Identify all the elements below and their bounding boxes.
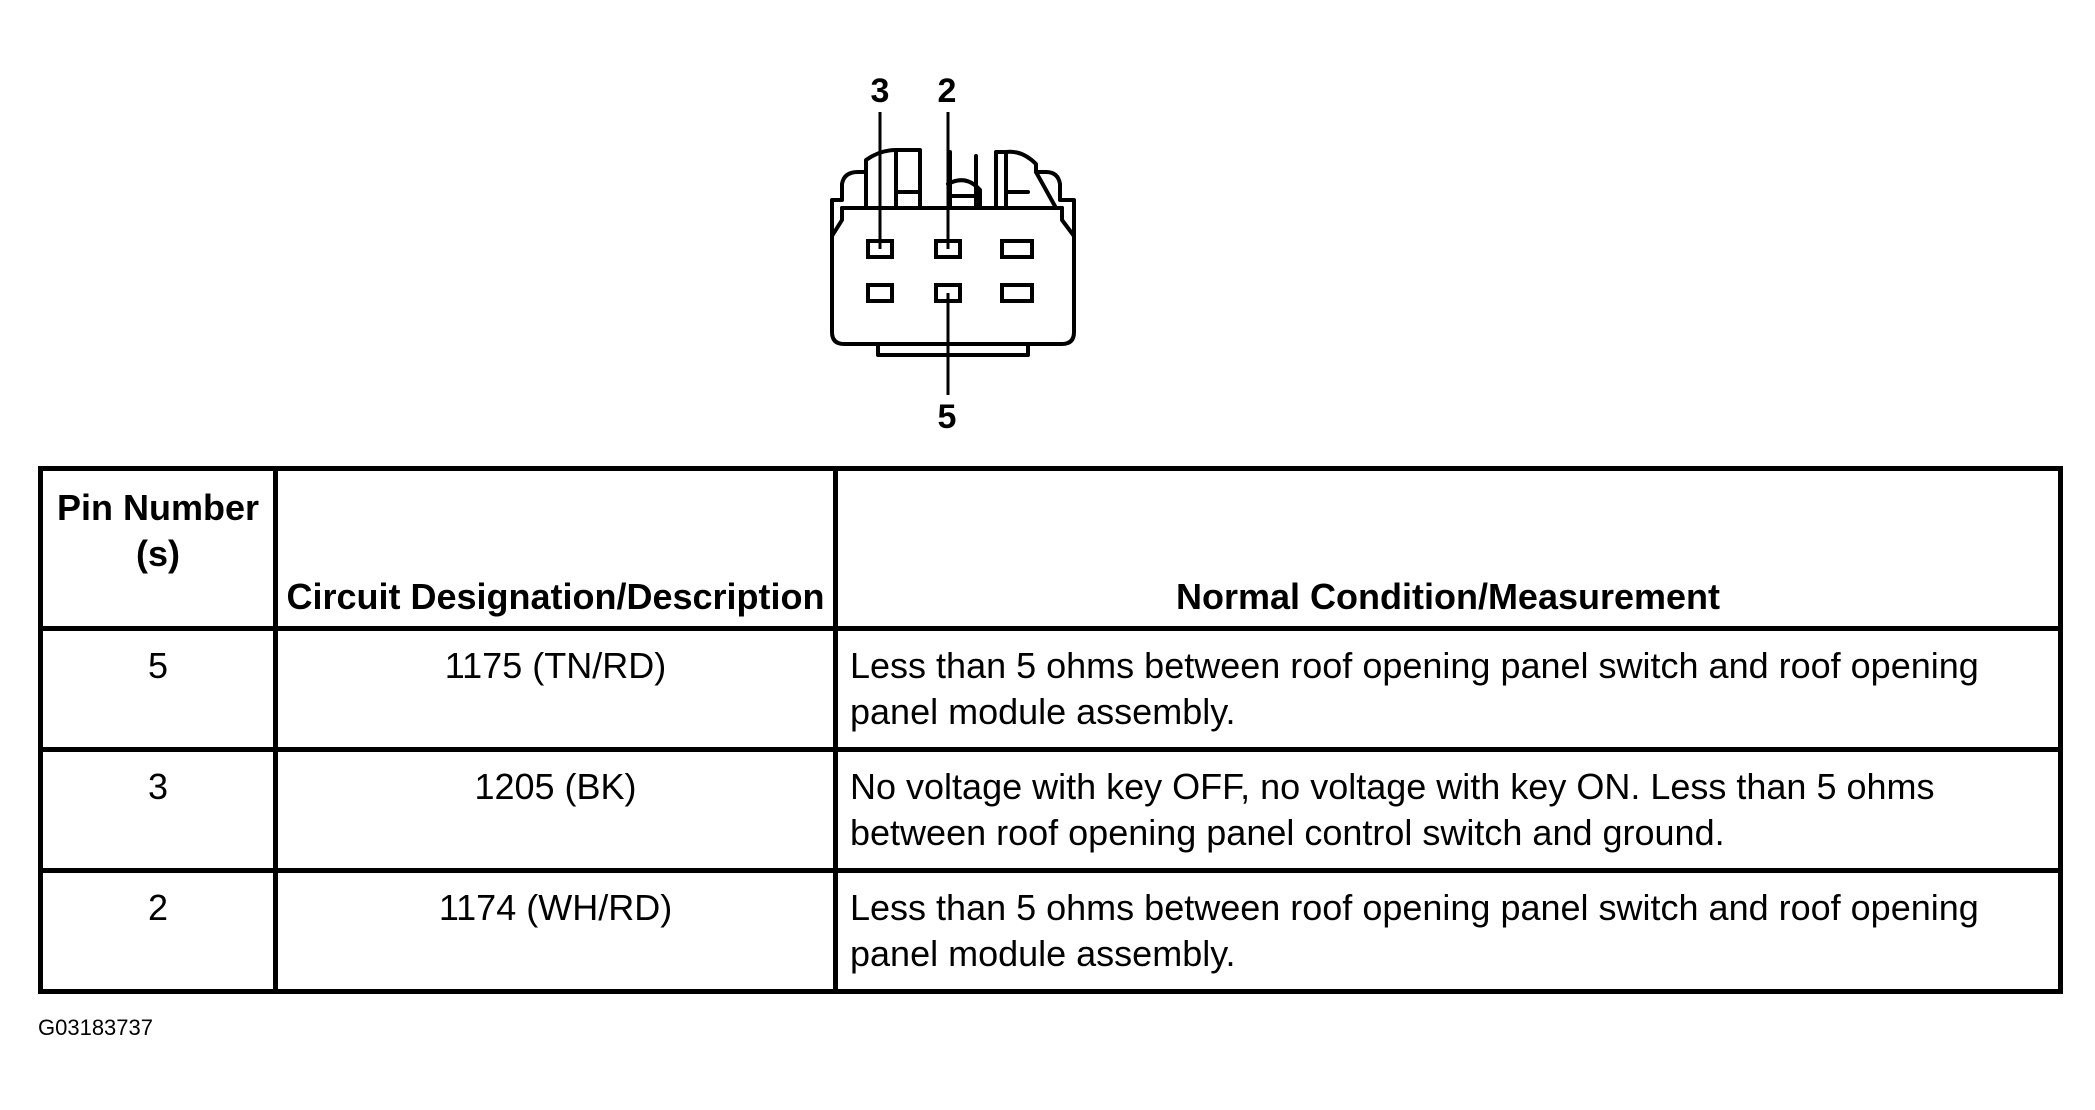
header-normal-condition: Normal Condition/Measurement [833,466,2063,631]
table-row: 5 1175 (TN/RD) Less than 5 ohms between … [38,626,2063,752]
table-row: 2 1174 (WH/RD) Less than 5 ohms between … [38,868,2063,994]
cell-circuit: 1174 (WH/RD) [273,868,838,994]
pin-label-3: 3 [871,72,890,110]
cell-condition: Less than 5 ohms between roof opening pa… [833,868,2063,994]
header-circuit-designation: Circuit Designation/Description [273,466,838,631]
pin-label-2: 2 [938,72,957,110]
cell-pin: 2 [38,868,278,994]
cell-circuit: 1175 (TN/RD) [273,626,838,752]
cavity-6 [866,283,894,303]
connector-diagram: 3 2 5 [830,72,1076,436]
header-pin-number: Pin Number (s) [38,466,278,631]
pin-label-5: 5 [938,398,957,436]
table-row: 3 1205 (BK) No voltage with key OFF, no … [38,747,2063,873]
pin-table: Pin Number (s) Circuit Designation/Descr… [38,466,2063,994]
header-row: Pin Number (s) Circuit Designation/Descr… [38,466,2063,631]
figure-code: G03183737 [38,1015,153,1040]
cavity-1 [1000,239,1034,259]
cavity-4 [1000,283,1034,303]
cell-pin: 5 [38,626,278,752]
cell-pin: 3 [38,747,278,873]
cell-condition: Less than 5 ohms between roof opening pa… [833,626,2063,752]
cell-condition: No voltage with key OFF, no voltage with… [833,747,2063,873]
cell-circuit: 1205 (BK) [273,747,838,873]
